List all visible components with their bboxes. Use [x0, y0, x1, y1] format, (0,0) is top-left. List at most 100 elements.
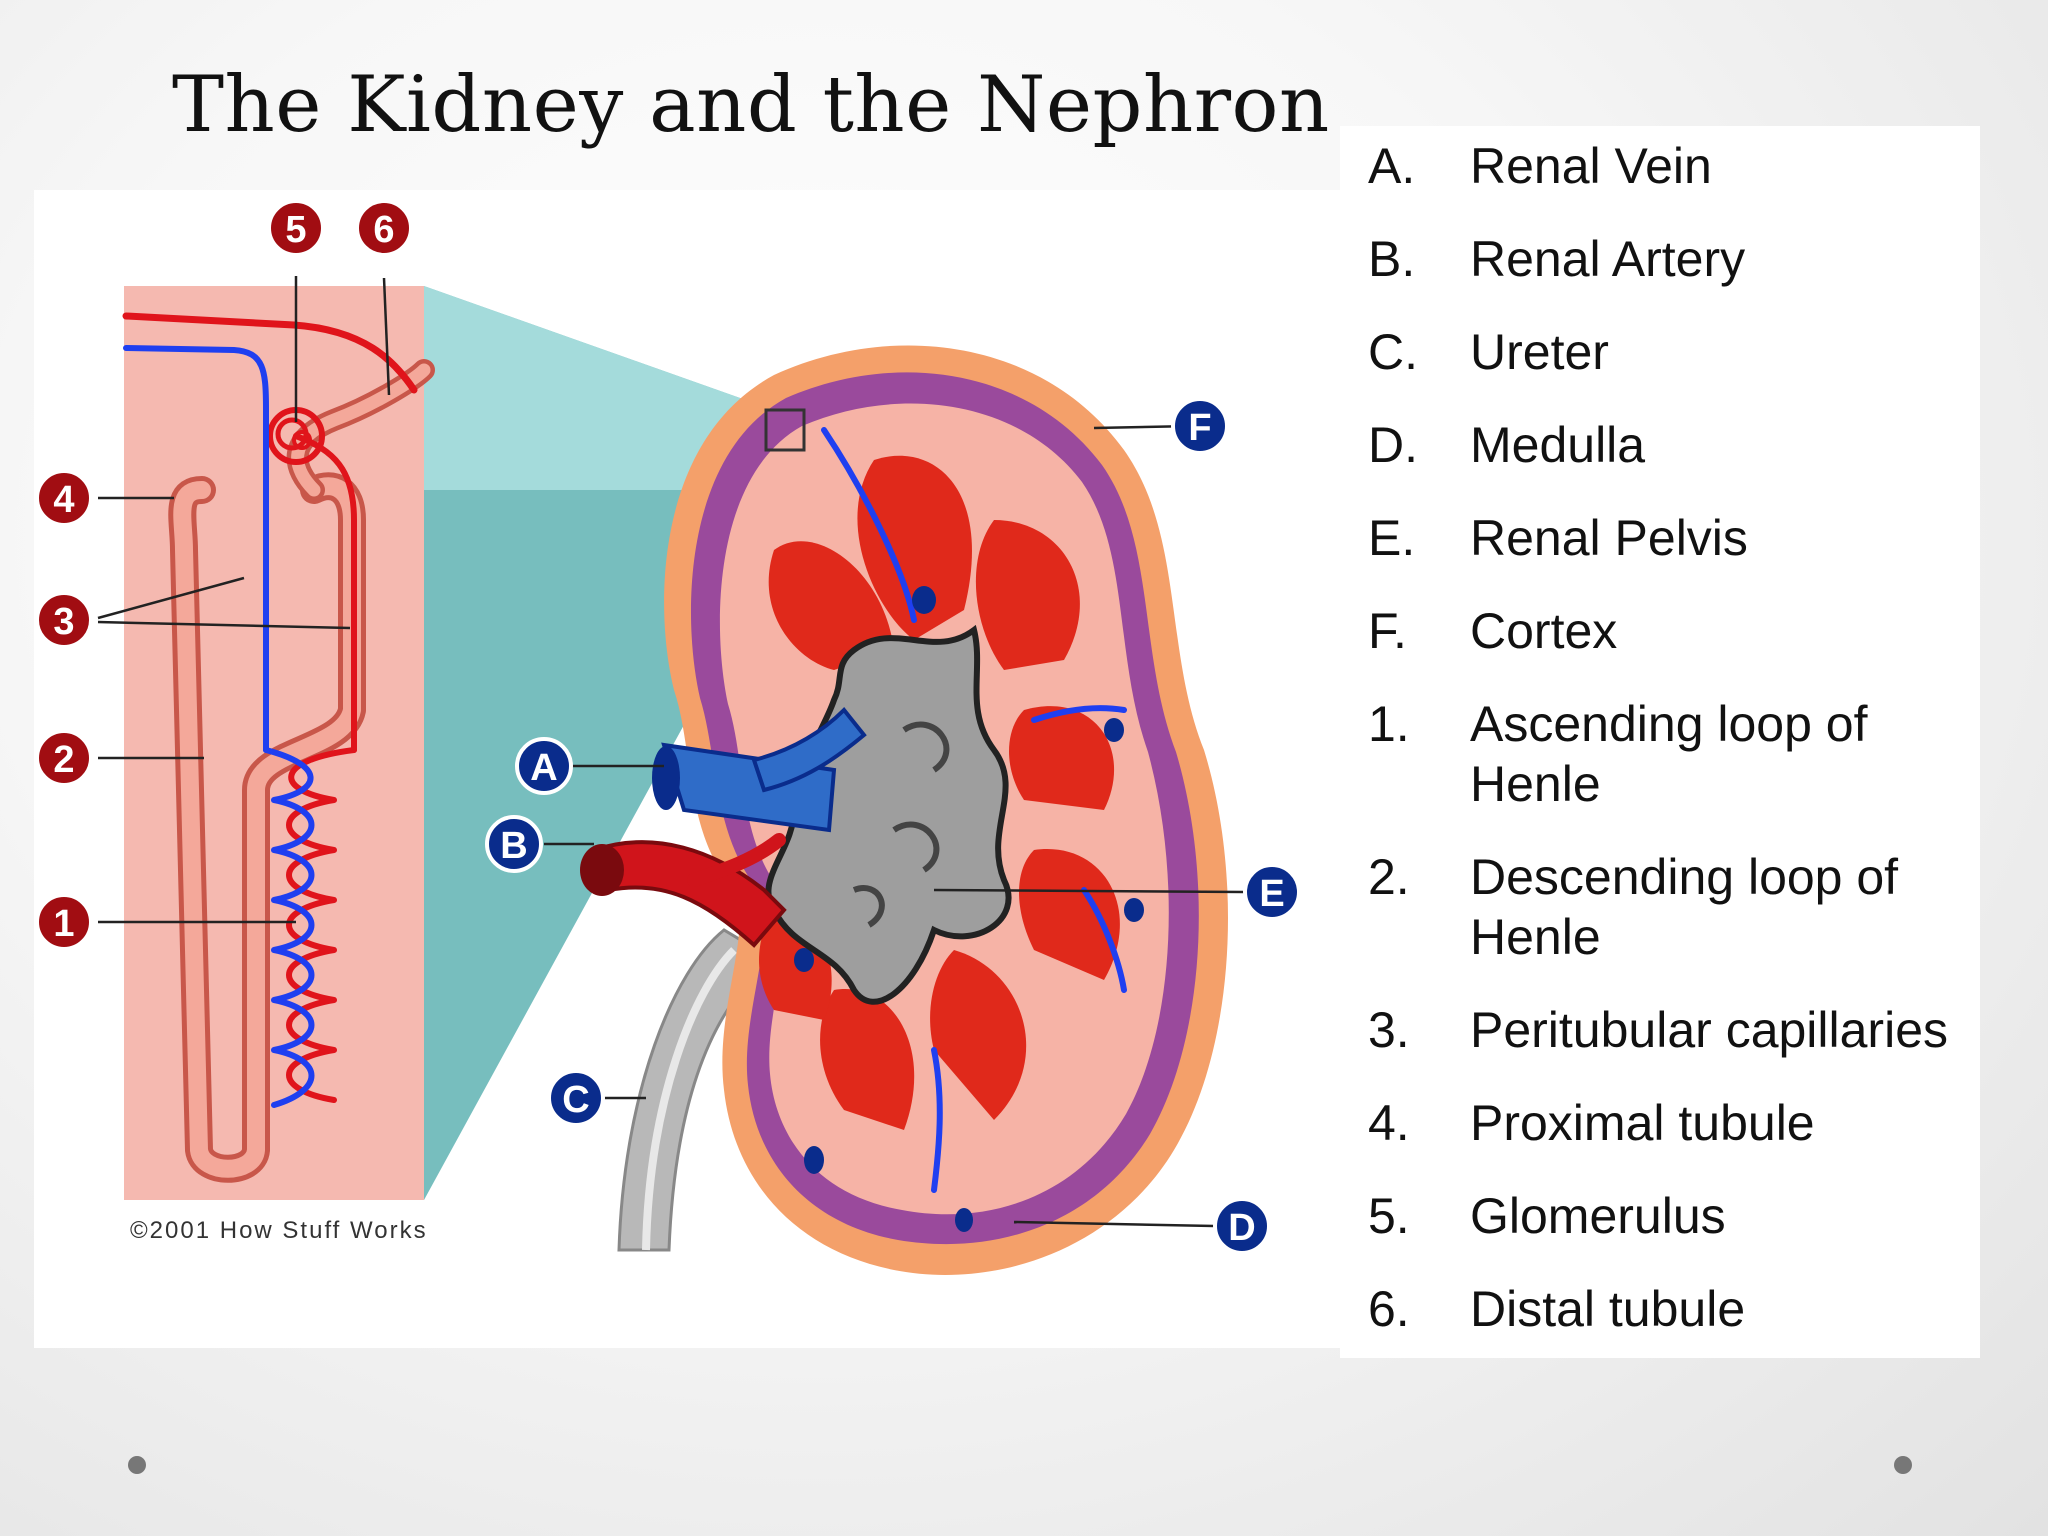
calyx-2	[892, 821, 940, 873]
medullary-pyramids	[759, 455, 1120, 1130]
renal-vein-branch	[751, 707, 867, 793]
legend-label: Descending loop of Henle	[1470, 849, 1899, 965]
nephron-callouts: 5 6 4 3 2	[35, 199, 413, 951]
kidney-vessel-4	[931, 1047, 943, 1193]
pyramid-6	[930, 950, 1027, 1120]
legend-label: Ureter	[1470, 324, 1609, 380]
legend-key: B.	[1368, 231, 1416, 287]
pyramid-4	[1009, 706, 1115, 810]
legend-label: Renal Vein	[1470, 138, 1712, 194]
legend-item: E.Renal Pelvis	[1368, 508, 1970, 568]
leader-d	[1013, 1220, 1215, 1228]
callout-2: 2	[35, 729, 93, 787]
pyramid-5	[1019, 849, 1120, 980]
callout-b-badge	[485, 815, 543, 873]
calyx-1	[902, 721, 950, 773]
legend-item: 4. Proximal tubule	[1368, 1093, 1970, 1153]
legend-label: Medulla	[1470, 417, 1646, 473]
legend-item: 3.Peritubular capillaries	[1368, 1000, 1970, 1060]
kidney-vessels	[821, 427, 1127, 1193]
callout-1-label: 1	[53, 903, 74, 945]
legend-item: 6.Distal tubule	[1368, 1279, 1970, 1339]
kidney-callouts: A B C D E	[485, 397, 1301, 1255]
callout-f-label: F	[1188, 407, 1211, 449]
nephron-leader-lines	[97, 276, 391, 924]
legend-key: 3.	[1368, 1002, 1410, 1058]
callout-c-label: C	[562, 1079, 589, 1121]
kidney-vessel-dots	[794, 586, 1144, 1232]
legend-key: D.	[1368, 417, 1418, 473]
nephron-vein	[123, 345, 315, 1108]
callout-5: 5	[267, 199, 325, 257]
callout-2-label: 2	[53, 739, 74, 781]
pyramid-3	[975, 520, 1080, 670]
callout-4-label: 4	[53, 479, 74, 521]
renal-artery-opening	[580, 844, 624, 896]
zoom-box	[764, 408, 806, 452]
legend-label: Proximal tubule	[1470, 1095, 1815, 1151]
legend-label: Cortex	[1470, 603, 1618, 659]
ureter-highlight	[642, 947, 737, 1251]
callout-d-badge	[1213, 1197, 1271, 1255]
legend-key: 4.	[1368, 1095, 1410, 1151]
leader-e	[933, 888, 1245, 894]
callout-a-badge	[515, 737, 573, 795]
callout-c: C	[547, 1069, 605, 1127]
callout-b: B	[485, 815, 543, 873]
legend-label: Distal tubule	[1470, 1281, 1746, 1337]
venule	[123, 345, 269, 753]
callout-f: F	[1171, 397, 1229, 455]
renal-artery-branch	[687, 833, 786, 887]
pyramid-7	[820, 989, 915, 1130]
callout-6: 6	[355, 199, 413, 257]
pyramid-2	[768, 541, 894, 670]
afferent-arteriole	[122, 312, 418, 394]
legend-label: Renal Artery	[1470, 231, 1746, 287]
calyx-3	[852, 885, 885, 928]
callout-6-badge	[355, 199, 413, 257]
callout-f-badge	[1171, 397, 1229, 455]
legend-item: A.Renal Vein	[1368, 136, 1970, 196]
callout-4: 4	[35, 469, 93, 527]
legend-item: D. Medulla	[1368, 415, 1970, 475]
zoom-wedge-highlight	[424, 286, 774, 490]
pyramid-1	[857, 455, 972, 640]
vessel-dot-4	[794, 948, 814, 972]
renal-pelvis-calyces	[852, 721, 950, 928]
ureter	[617, 928, 777, 1252]
legend-item: 1.Ascending loop of Henle	[1368, 694, 1970, 814]
vessel-dot-1	[912, 586, 936, 614]
vessel-dot-3	[1124, 898, 1144, 922]
callout-4-badge	[35, 469, 93, 527]
callout-3: 3	[35, 591, 93, 649]
renal-vein-opening	[652, 746, 680, 810]
kidney-vessel-2	[1031, 705, 1127, 723]
kidney-vessel-3	[1081, 887, 1127, 993]
callout-a-label: A	[530, 747, 557, 789]
callout-e-label: E	[1259, 873, 1284, 915]
vessel-dot-6	[955, 1208, 973, 1232]
legend-label: Renal Pelvis	[1470, 510, 1748, 566]
leader-6	[382, 277, 391, 396]
legend-label: Ascending loop of Henle	[1470, 696, 1868, 812]
legend-item: C.Ureter	[1368, 322, 1970, 382]
kidney-nephron-diagram: 5 6 4 3 2	[34, 190, 1374, 1348]
slide-title: The Kidney and the Nephron	[172, 60, 1330, 150]
slide-nav-dot-right	[1894, 1456, 1912, 1474]
legend-key: F.	[1368, 603, 1407, 659]
renal-artery	[591, 840, 787, 948]
leader-3b	[97, 620, 351, 630]
legend-label: Glomerulus	[1470, 1188, 1726, 1244]
diagram-svg: 5 6 4 3 2	[35, 199, 1301, 1275]
callout-6-label: 6	[373, 209, 394, 251]
legend-key: 2.	[1368, 849, 1410, 905]
callout-3-badge	[35, 591, 93, 649]
callout-2-badge	[35, 729, 93, 787]
callout-c-badge	[547, 1069, 605, 1127]
callout-e: E	[1243, 863, 1301, 921]
legend-key: 5.	[1368, 1188, 1410, 1244]
callout-e-badge	[1243, 863, 1301, 921]
